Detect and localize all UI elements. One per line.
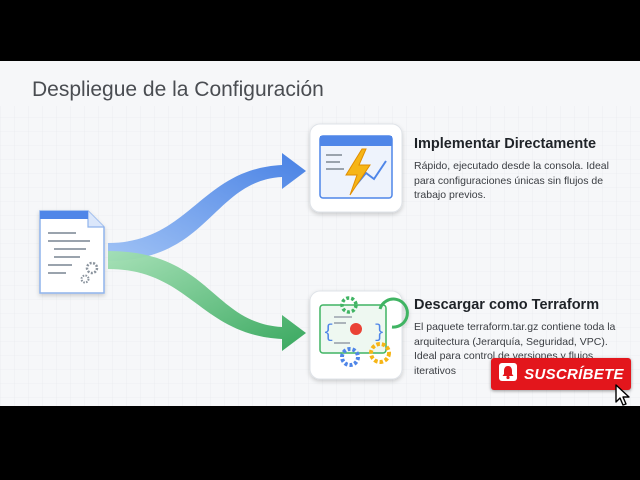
svg-text:}: } bbox=[374, 323, 385, 343]
option-title-terraform: Descargar como Terraform bbox=[414, 297, 600, 313]
subscribe-label: SUSCRÍBETE bbox=[524, 365, 624, 383]
option-title-implement: Implementar Directamente bbox=[414, 136, 597, 152]
slide-title: Despliegue de la Configuración bbox=[32, 78, 324, 101]
bell-icon bbox=[498, 362, 518, 387]
option-desc-implement: Rápido, ejecutado desde la consola. Idea… bbox=[414, 160, 609, 201]
slide: { } Despliegue de la Configuración Imple… bbox=[0, 61, 640, 406]
arrow-implement bbox=[108, 153, 306, 261]
arrow-terraform bbox=[108, 251, 306, 351]
config-document-icon bbox=[39, 210, 105, 294]
deployment-diagram: { } bbox=[0, 106, 640, 406]
option-desc-terraform: El paquete terraform.tar.gz contiene tod… bbox=[414, 321, 616, 377]
hand-pointer-icon bbox=[615, 384, 630, 406]
svg-text:{: { bbox=[323, 323, 334, 343]
subscribe-button[interactable]: SUSCRÍBETE bbox=[491, 358, 631, 390]
code-gears-icon: { } bbox=[309, 290, 409, 380]
browser-lightning-icon bbox=[309, 123, 403, 213]
